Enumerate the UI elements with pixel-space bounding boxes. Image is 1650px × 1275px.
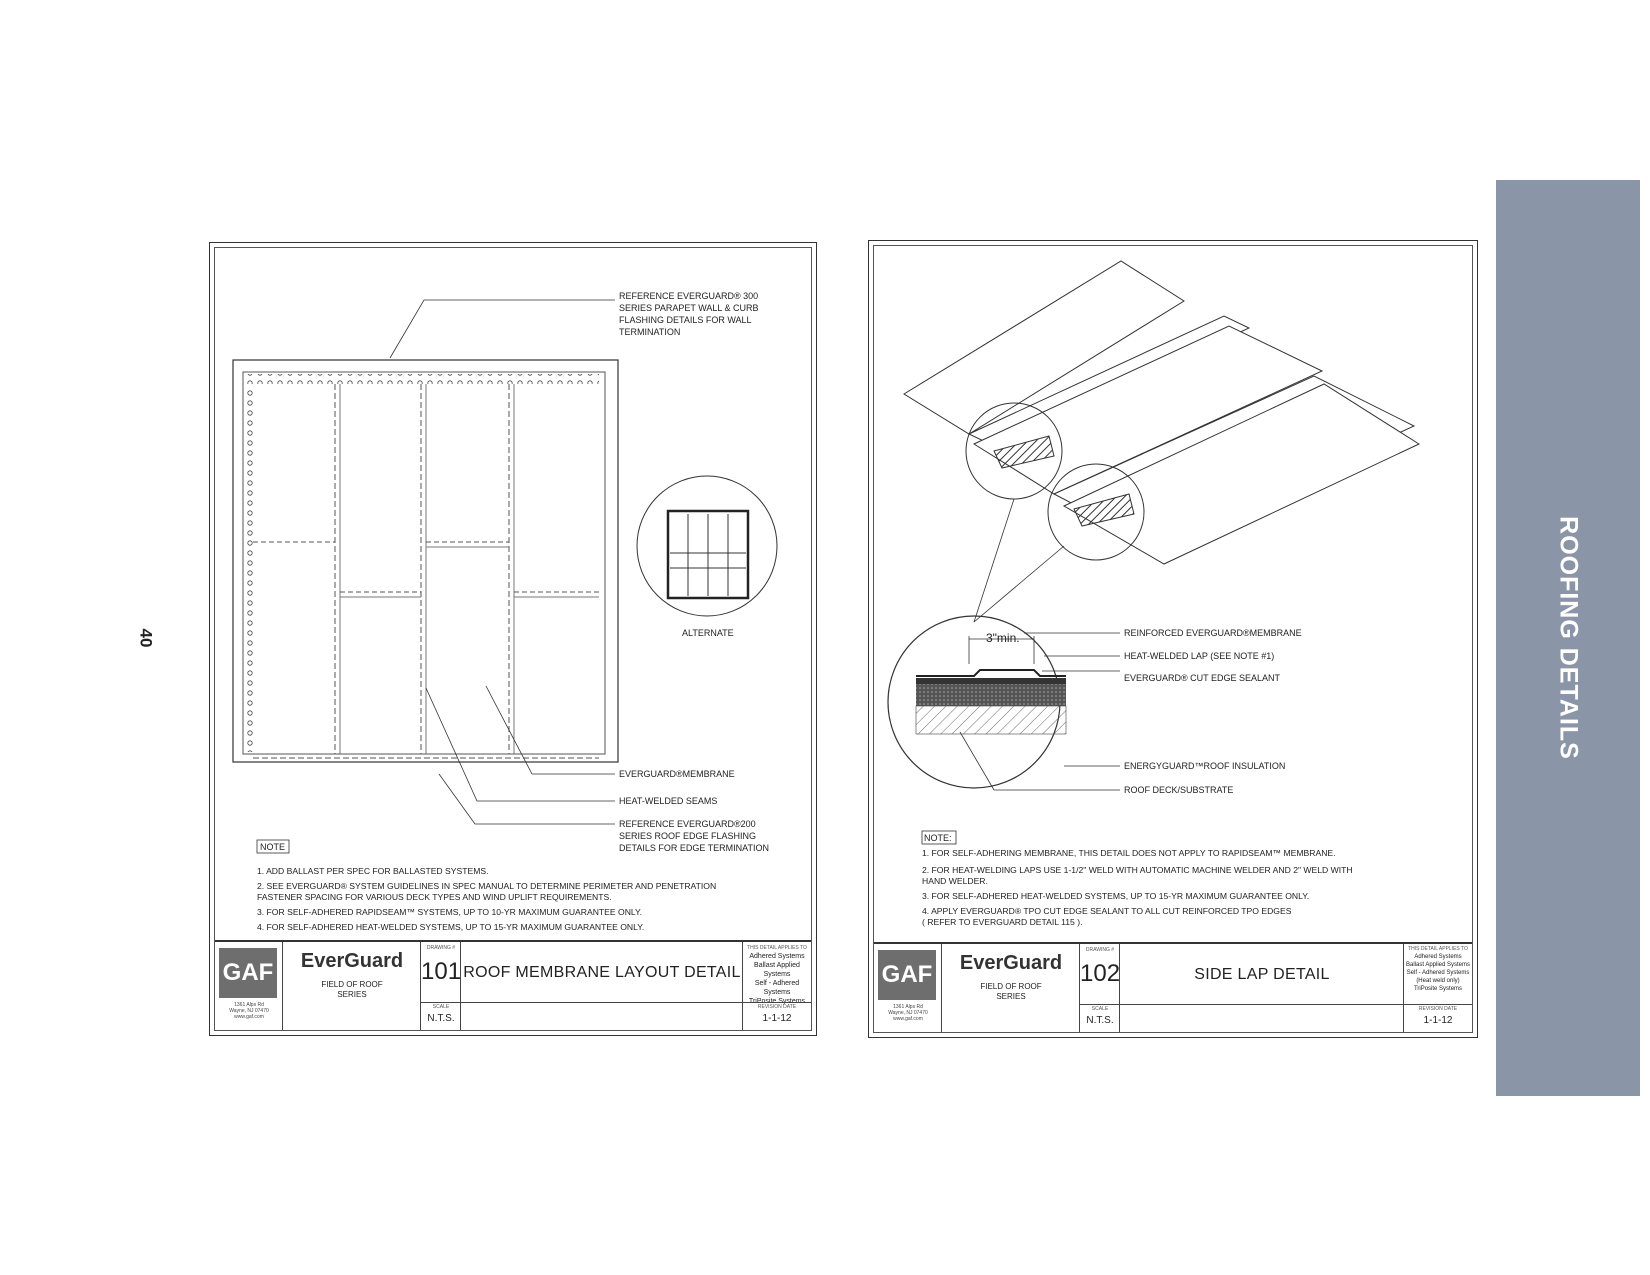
deck-layer	[915, 705, 1067, 735]
drawing-number-label: DRAWING #	[1085, 947, 1115, 953]
gaf-address: 1361 Alps Rd Wayne, NJ 07470 www.gaf.com	[888, 1004, 928, 1022]
membrane-sheet-1	[903, 260, 1185, 435]
drawing-number-label: DRAWING #	[426, 945, 456, 951]
alternate-grid	[666, 509, 750, 600]
gaf-address: 1361 Alps Rd Wayne, NJ 07470 www.gaf.com	[229, 1002, 269, 1020]
callout-edge-ref: REFERENCE EVERGUARD®200 SERIES ROOF EDGE…	[619, 819, 769, 853]
alternate-label: ALTERNATE	[682, 628, 734, 638]
tb-drawing-cell: DRAWING # 102 SCALE N.T.S.	[1080, 944, 1120, 1032]
tb-applies-cell: THIS DETAIL APPLIES TO Adhered Systems B…	[743, 942, 811, 1030]
title-block: GAF 1361 Alps Rd Wayne, NJ 07470 www.gaf…	[874, 942, 1472, 1032]
leader-wall-termination	[389, 299, 615, 359]
callout-roof-deck: ROOF DECK/SUBSTRATE	[1124, 785, 1233, 795]
tb-logo-cell: GAF 1361 Alps Rd Wayne, NJ 07470 www.gaf…	[215, 942, 283, 1030]
tb-brand-cell: EverGuard FIELD OF ROOF SERIES	[942, 944, 1080, 1032]
applies-label: THIS DETAIL APPLIES TO	[747, 945, 807, 951]
drawing-title: SIDE LAP DETAIL	[1194, 966, 1330, 983]
note-box	[256, 839, 290, 854]
section-tab-label: ROOFING DETAILS	[1554, 516, 1583, 760]
perimeter-fasteners-left	[243, 386, 253, 752]
note-label: NOTE:	[924, 833, 952, 843]
section-tab: ROOFING DETAILS	[1496, 180, 1640, 1096]
membrane-sheet-3	[972, 325, 1324, 495]
scale-label: SCALE	[1091, 1006, 1109, 1012]
detail-circle-2	[1047, 463, 1145, 561]
lap-hatch-1	[993, 435, 1055, 469]
leader-seams	[425, 687, 615, 802]
applies-list: Adhered Systems Ballast Applied Systems …	[748, 953, 806, 1005]
revision-label: REVISION DATE	[1418, 1006, 1458, 1012]
alternate-detail-circle	[636, 475, 778, 617]
notes-list: 1. FOR SELF-ADHERING MEMBRANE, THIS DETA…	[922, 848, 1355, 927]
page-number: 40	[136, 628, 156, 648]
everguard-logo: EverGuard	[959, 952, 1063, 974]
insulation-layer	[916, 684, 1066, 706]
tb-logo-cell: GAF 1361 Alps Rd Wayne, NJ 07470 www.gaf…	[874, 944, 942, 1032]
sheet-frame: 3"min. REINFORCED EVERGUARD®MEMBRANE HEA…	[873, 245, 1473, 1033]
sheet-roof-membrane-layout: REFERENCE EVERGUARD® 300 SERIES PARAPET …	[209, 242, 817, 1036]
series-label: FIELD OF ROOF SERIES	[980, 982, 1042, 1001]
applies-label: THIS DETAIL APPLIES TO	[1408, 946, 1468, 952]
perimeter-fasteners-top	[247, 374, 599, 384]
tb-title-cell: SIDE LAP DETAIL	[1120, 944, 1404, 1032]
note-label: NOTE	[260, 842, 285, 852]
tb-title-cell: ROOF MEMBRANE LAYOUT DETAIL	[461, 942, 743, 1030]
callout-seams: HEAT-WELDED SEAMS	[619, 796, 717, 806]
note-box	[921, 830, 957, 845]
drawing-number: 102	[1080, 960, 1121, 987]
membrane-field	[242, 371, 606, 755]
scale-value: N.T.S.	[1086, 1015, 1114, 1026]
callout-roof-insulation: ENERGYGUARD™ROOF INSULATION	[1124, 761, 1285, 771]
tb-brand-cell: EverGuard FIELD OF ROOF SERIES	[283, 942, 421, 1030]
revision-date: 1-1-12	[1423, 1015, 1453, 1026]
side-lap-drawing: 3"min. REINFORCED EVERGUARD®MEMBRANE HEA…	[887, 260, 1421, 927]
leader-edge	[438, 773, 615, 825]
tb-drawing-cell: DRAWING # 101 SCALE N.T.S.	[421, 942, 461, 1030]
sheet-side-lap: 3"min. REINFORCED EVERGUARD®MEMBRANE HEA…	[868, 240, 1478, 1038]
lap-hatch-2	[1073, 493, 1135, 527]
gaf-logo: GAF	[219, 948, 277, 998]
revision-label: REVISION DATE	[757, 1004, 797, 1010]
callout-cut-edge-sealant: EVERGUARD® CUT EDGE SEALANT	[1124, 673, 1280, 683]
callout-membrane: EVERGUARD®MEMBRANE	[619, 769, 735, 779]
title-block: GAF 1361 Alps Rd Wayne, NJ 07470 www.gaf…	[215, 940, 811, 1030]
tb-applies-cell: THIS DETAIL APPLIES TO Adhered Systems B…	[1404, 944, 1472, 1032]
lap-profile	[916, 669, 1066, 677]
revision-date: 1-1-12	[762, 1013, 792, 1024]
sheet-frame: REFERENCE EVERGUARD® 300 SERIES PARAPET …	[214, 247, 812, 1031]
membrane-layer	[916, 678, 1066, 684]
roof-outline	[232, 359, 619, 763]
notes-list: 1. ADD BALLAST PER SPEC FOR BALLASTED SY…	[257, 866, 719, 932]
layout-drawing: REFERENCE EVERGUARD® 300 SERIES PARAPET …	[232, 291, 778, 932]
series-label: FIELD OF ROOF SERIES	[321, 980, 383, 999]
applies-list: Adhered Systems Ballast Applied Systems …	[1405, 954, 1471, 992]
scale-value: N.T.S.	[427, 1013, 455, 1024]
callout-reinforced-membrane: REINFORCED EVERGUARD®MEMBRANE	[1124, 628, 1302, 638]
everguard-logo: EverGuard	[300, 950, 404, 972]
scale-label: SCALE	[432, 1004, 450, 1010]
gaf-logo: GAF	[878, 950, 936, 1000]
drawing-title: ROOF MEMBRANE LAYOUT DETAIL	[463, 964, 741, 981]
dimension-label: 3"min.	[986, 631, 1020, 645]
drawing-number: 101	[421, 958, 462, 985]
callout-heat-welded-lap: HEAT-WELDED LAP (SEE NOTE #1)	[1124, 651, 1274, 661]
leader-membrane	[485, 685, 615, 775]
annotation-wall-ref: REFERENCE EVERGUARD® 300 SERIES PARAPET …	[619, 291, 761, 337]
